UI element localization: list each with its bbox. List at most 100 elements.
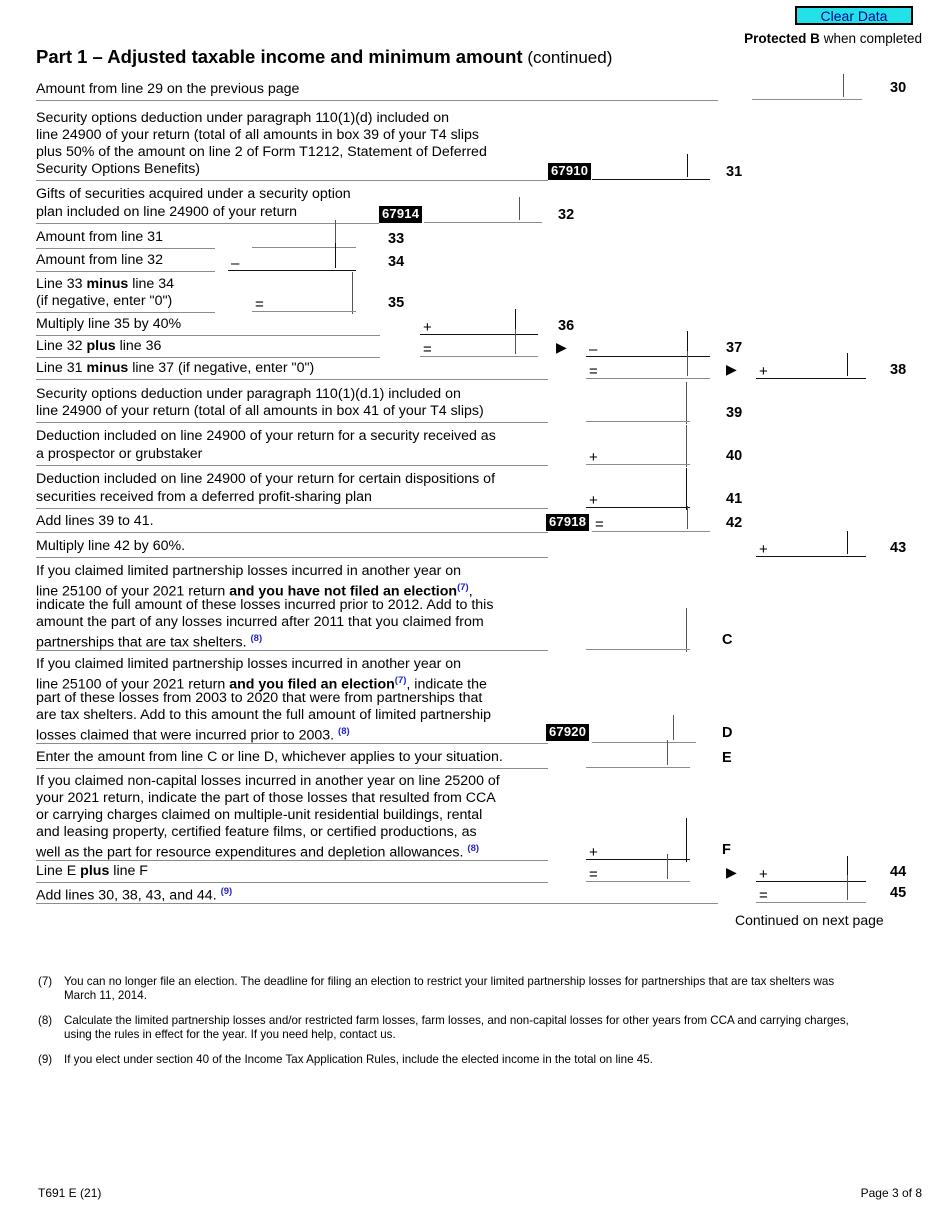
line-d-label-5: losses claimed that were incurred prior … [36,724,350,744]
line-40-amount-field[interactable]: + [586,443,690,465]
line-34-rule [36,271,215,272]
line-e-amount-field[interactable] [586,740,690,768]
form-code: T691 E (21) [38,1186,102,1200]
line-39-label-1: Security options deduction under paragra… [36,386,461,402]
line-38-operator-right: + [759,363,768,380]
line-38-post: line 37 (if negative, enter "0") [128,360,315,376]
line-d-pre: line 25100 of your 2021 return [36,676,230,693]
line-31-amount-field[interactable] [592,154,710,180]
line-d-label-4: are tax shelters. Add to this amount the… [36,707,492,723]
line-45-amount-field[interactable]: = [756,875,866,904]
cents-divider-icon [519,197,520,220]
line-d-post: , indicate the [406,676,487,693]
line-d-amount-field[interactable] [592,715,696,743]
line-31-label-1: Security options deduction under paragra… [36,110,450,126]
line-35-amount-field[interactable]: = [252,290,356,312]
line-45-pre: Add lines 30, 38, 43, and 44. [36,887,221,904]
line-33-label: Amount from line 31 [36,229,163,245]
line-33-number: 33 [388,231,405,247]
line-35-label-1: Line 33 minus line 34 [36,276,174,292]
cents-divider-icon [515,329,516,354]
line-36-operator: + [423,319,432,336]
line-c-pre: line 25100 of your 2021 return [36,583,230,600]
line-34-label: Amount from line 32 [36,252,163,268]
line-34-amount-field[interactable]: – [228,243,356,271]
cents-divider-icon [335,243,336,268]
line-f-label-4: and leasing property, certified feature … [36,824,477,840]
protected-b-bold: Protected B [744,31,820,46]
footnote-7-marker: (7) [38,975,53,988]
footnote-7-line-2: March 11, 2014. [64,989,147,1002]
line-f-letter: F [722,842,731,858]
line-37-rule [36,357,380,358]
line-37-post: line 36 [115,338,162,354]
line-42-label: Add lines 39 to 41. [36,513,154,529]
line-38-bold: minus [86,360,129,376]
line-44-label: Line E plus line F [36,863,148,879]
line-c-label-2: line 25100 of your 2021 return and you h… [36,580,473,600]
line-f-rule [36,860,548,861]
footnote-ref-8: (8) [250,633,263,644]
line-d-label-3: part of these losses from 2003 to 2020 t… [36,690,483,706]
cents-divider-icon [843,74,844,97]
line-30-rule [36,100,718,101]
line-44-bold: plus [80,863,110,879]
line-41-amount-field[interactable]: + [586,486,690,508]
arrow-right-icon: ▶ [726,361,737,377]
footnote-9-marker: (9) [38,1053,53,1066]
line-d-bold: and you filed an election [229,676,395,693]
line-40-label-1: Deduction included on line 24900 of your… [36,428,496,444]
line-35-connector [352,272,353,314]
line-45-label: Add lines 30, 38, 43, and 44. (9) [36,884,232,904]
line-41-number: 41 [726,491,743,507]
line-45-rule [36,903,718,904]
line-41-operator: + [589,492,598,509]
line-39-connector [686,382,687,424]
arrow-right-icon: ▶ [726,864,737,880]
line-d-label-2: line 25100 of your 2021 return and you f… [36,673,487,693]
line-38-rule [36,379,548,380]
line-43-rule [36,557,548,558]
cents-divider-icon [687,506,688,529]
line-30-amount-field[interactable] [752,74,862,100]
cents-divider-icon [687,351,688,376]
line-44-sum-field[interactable]: = [586,854,690,882]
line-40-connector [686,425,687,467]
line-45-operator: = [759,887,768,904]
line-33-amount-field[interactable] [252,220,356,248]
line-32-amount-field[interactable] [424,197,542,223]
line-42-amount-field[interactable]: = [592,506,710,533]
line-42-operator: = [595,516,604,533]
line-42-field-code: 67918 [546,514,590,531]
line-41-rule [36,508,548,509]
line-44-number: 44 [890,864,907,880]
line-39-amount-field[interactable] [586,400,690,422]
cents-divider-icon [687,331,688,354]
line-39-number: 39 [726,405,743,421]
line-37-amount-field[interactable]: – [586,331,710,357]
line-37-sum-field[interactable]: = [420,329,538,357]
line-32-number: 32 [558,207,575,223]
line-43-amount-field[interactable]: + [756,531,866,558]
line-35-label-2: (if negative, enter "0") [36,293,173,309]
line-f-amount-field[interactable]: + [586,838,690,860]
line-37-label: Line 32 plus line 36 [36,338,161,354]
line-c-amount-field[interactable] [586,628,690,650]
line-36-amount-field[interactable]: + [420,309,538,336]
line-43-operator: + [759,541,768,558]
line-38-amount-field[interactable]: + [756,353,866,380]
line-35-rule [36,312,215,313]
line-44-amount-field[interactable]: + [756,856,866,882]
line-31-rule [36,180,548,181]
line-44-rule [36,882,548,883]
line-36-number: 36 [558,318,575,334]
line-38-sum-field[interactable]: = [586,351,710,379]
line-31-label-4: Security Options Benefits) [36,161,201,177]
cents-divider-icon [847,353,848,376]
footnote-ref-7: (7) [394,675,407,686]
clear-data-button[interactable]: Clear Data [795,6,913,25]
line-c-label-5: partnerships that are tax shelters. (8) [36,631,262,651]
line-f-label-5: well as the part for resource expenditur… [36,841,479,861]
line-35-post: line 34 [128,276,175,292]
line-30-number: 30 [890,80,907,96]
